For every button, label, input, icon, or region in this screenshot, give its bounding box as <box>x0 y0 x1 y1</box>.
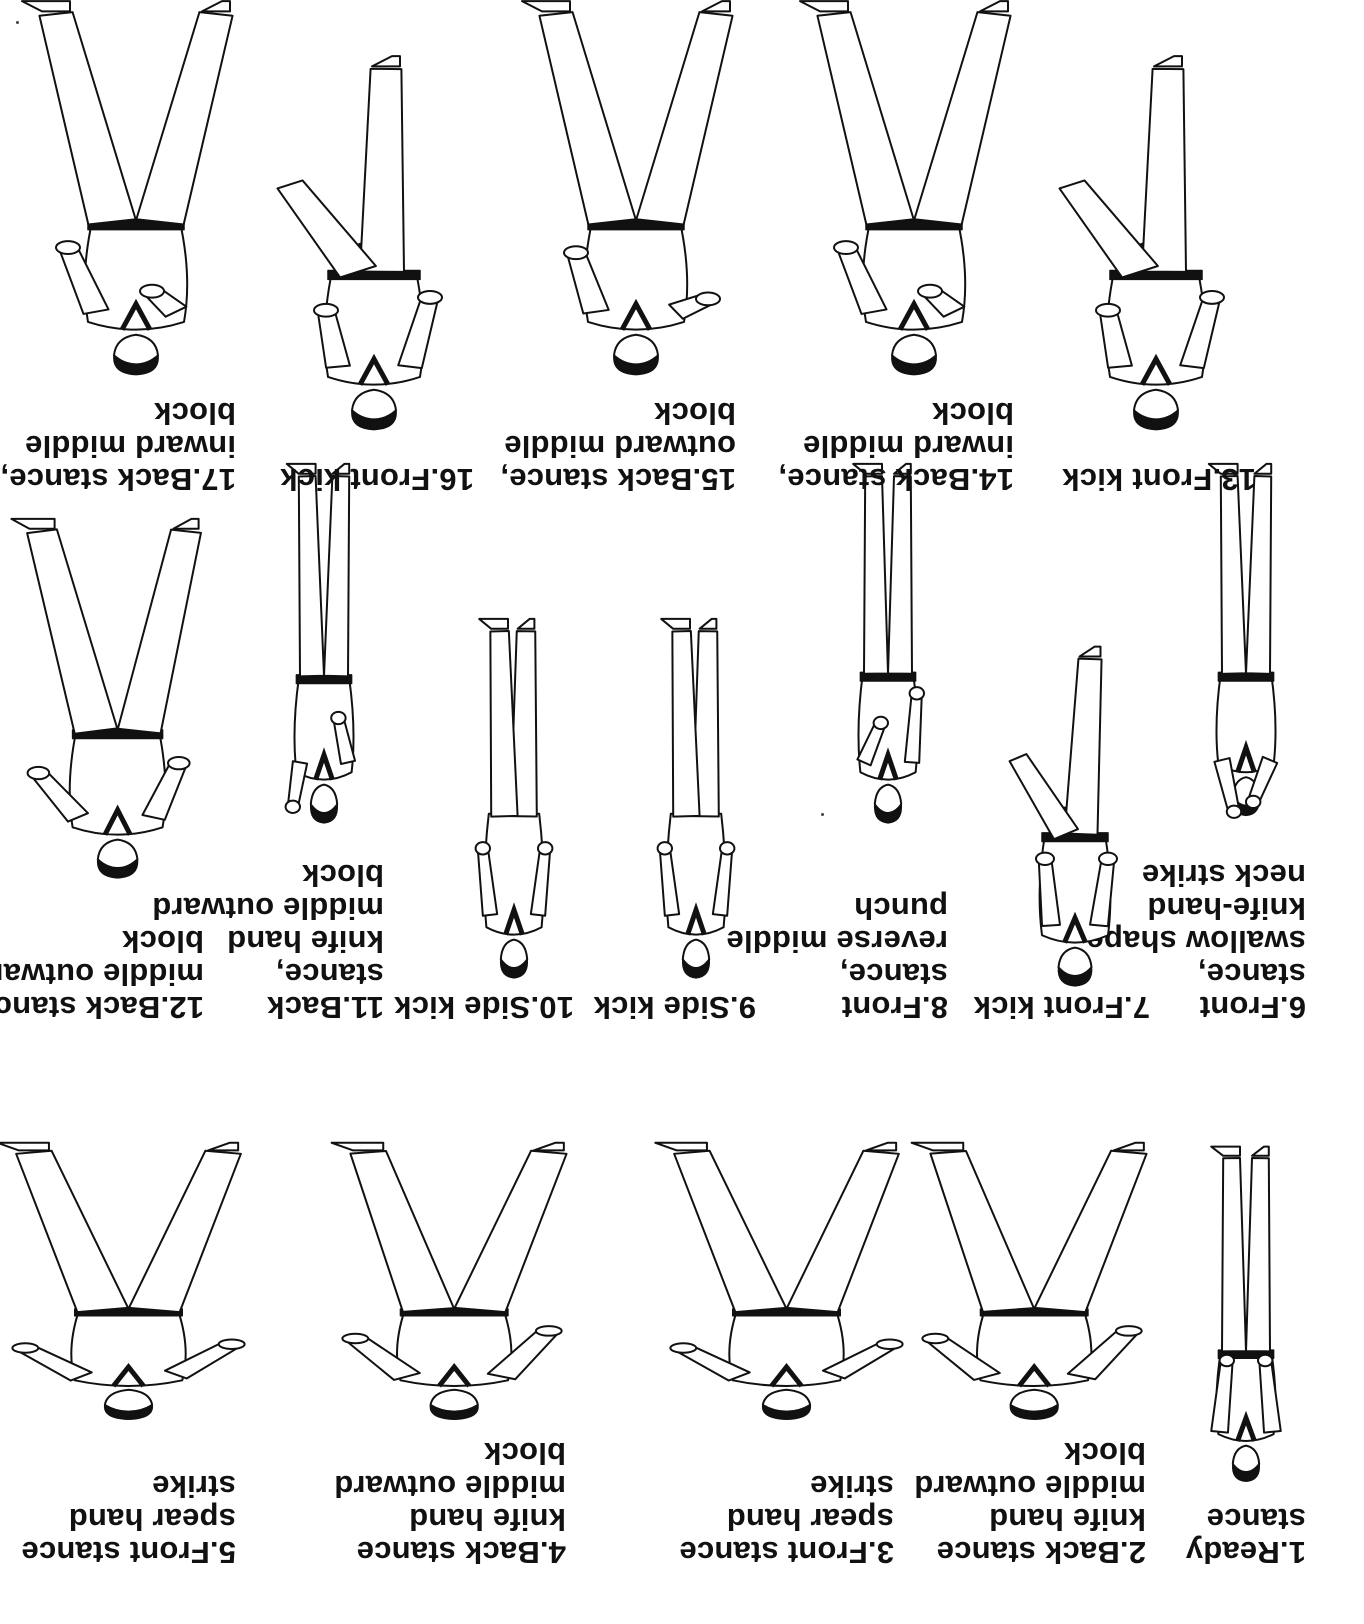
side-kick-figure <box>454 614 574 984</box>
head <box>1058 948 1091 986</box>
head <box>875 785 902 823</box>
step-caption: 13.Front kick <box>1062 463 1256 496</box>
head <box>1010 1390 1058 1419</box>
step-caption: 4.Back stance knife hand middle outward … <box>334 1437 566 1569</box>
print-speck <box>16 21 19 24</box>
step-caption: 1.Ready stance <box>1186 1503 1306 1569</box>
head <box>352 390 396 430</box>
head <box>105 1390 153 1419</box>
head <box>892 335 936 375</box>
step-caption: 5.Front stance spear hand strike <box>21 1470 236 1569</box>
back-stance-knife-hand-figure <box>931 1139 1146 1424</box>
head <box>763 1390 811 1419</box>
step-caption: 3.Front stance spear hand strike <box>679 1470 894 1569</box>
step-caption: 2.Back stance knife hand middle outward … <box>914 1437 1146 1569</box>
back-stance-knife-hand-figure <box>351 1139 566 1424</box>
side-kick-figure <box>636 614 756 984</box>
outward-block-figure <box>536 0 736 381</box>
step-caption: 7.Front kick <box>974 991 1150 1024</box>
inward-block-figure <box>36 0 236 381</box>
step-caption: 8.Front stance, reverse middle punch <box>726 892 948 1024</box>
front-stance-spear-hand-figure <box>679 1139 894 1424</box>
front-kick-figure <box>274 51 474 436</box>
head <box>501 940 528 978</box>
inward-block-figure <box>814 0 1014 381</box>
head <box>614 335 658 375</box>
front-kick-figure <box>1000 622 1150 992</box>
head <box>114 335 158 375</box>
ready-stance-figure <box>1186 1142 1306 1487</box>
head <box>1134 390 1178 430</box>
step-caption: 10.Side kick <box>394 991 574 1024</box>
step-caption: 12.Back stance, middle outward block <box>0 925 204 1024</box>
knife-hand-block-figure <box>264 459 384 829</box>
head <box>1233 1446 1260 1482</box>
front-stance-spear-hand-figure <box>21 1139 236 1424</box>
head <box>683 940 710 978</box>
print-speck <box>821 813 824 816</box>
front-kick-figure <box>1056 51 1256 436</box>
step-caption: 16.Front kick <box>280 463 474 496</box>
reverse-punch-figure <box>828 459 948 829</box>
head <box>311 785 338 823</box>
head <box>430 1390 478 1419</box>
back-stance-block-figure <box>24 514 204 884</box>
step-caption: 14.Back stance, inward middle block <box>778 397 1014 496</box>
step-caption: 15.Back stance, outward middle block <box>500 397 736 496</box>
step-caption: 17.Back stance, inward middle block <box>0 397 236 496</box>
step-caption: 9.Side kick <box>594 991 756 1024</box>
head <box>98 840 138 878</box>
swallow-shape-neck-strike-figure <box>1186 459 1306 829</box>
